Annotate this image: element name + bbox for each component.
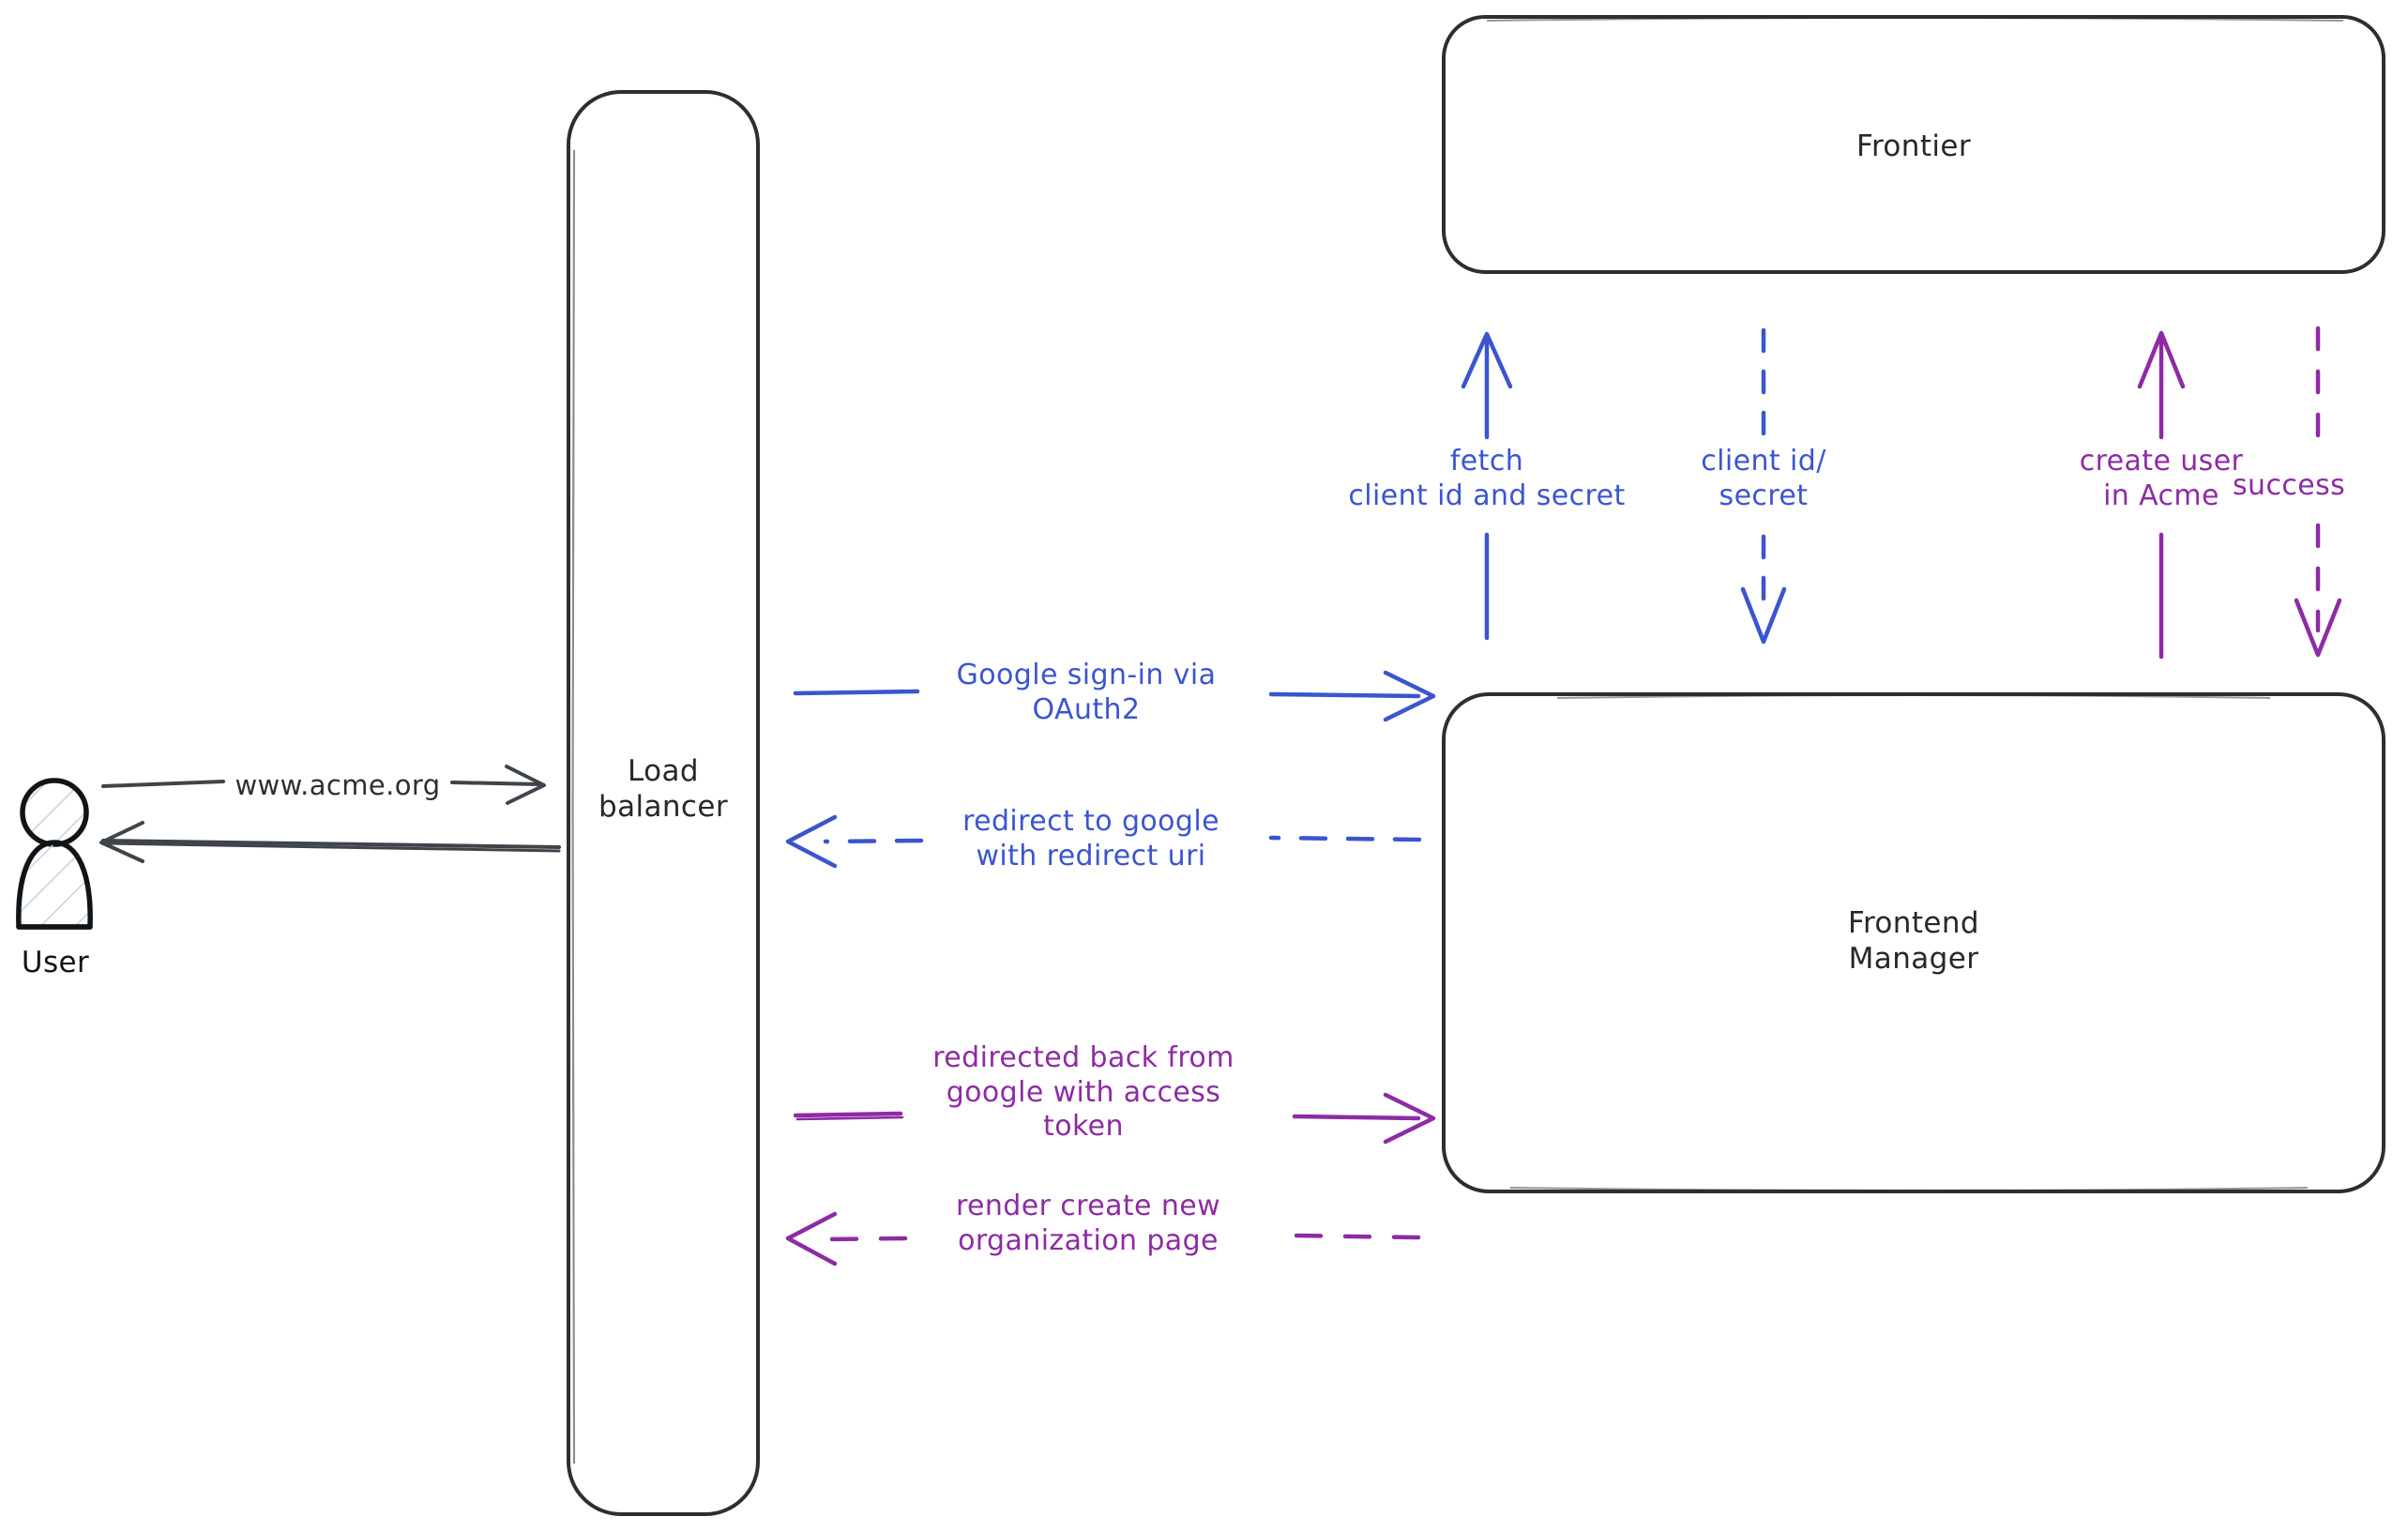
edge-label-fetch-line2: client id and secret	[1348, 478, 1626, 512]
node-label-load-balancer-line2: balancer	[598, 789, 728, 824]
node-label-load-balancer-line1: Load	[628, 754, 699, 788]
edge-lb-to-fm-signin	[793, 670, 1436, 722]
edge-fm-to-frontier-fetch	[1461, 331, 1513, 641]
edge-label-token-line2: google with access	[946, 1075, 1221, 1109]
edge-fm-to-frontier-createuser	[2137, 330, 2186, 660]
node-label-frontend-manager-line2: Manager	[1848, 941, 1979, 976]
edge-label-frontier-to-fm-creds: client id/secret	[1674, 445, 1853, 513]
node-label-frontend-manager-line1: Frontend	[1847, 906, 1979, 940]
edge-fm-to-lb-redirect	[785, 814, 1422, 869]
edge-frontier-to-fm-success	[2294, 326, 2342, 658]
actor-label-user: User	[21, 946, 90, 979]
edge-label-createuser-line2: in Acme	[2103, 478, 2219, 512]
edge-label-redirect-line2: with redirect uri	[976, 839, 1206, 872]
edge-label-signin-line1: Google sign-in via	[956, 659, 1217, 691]
edge-label-signin-line2: OAuth2	[1032, 692, 1141, 726]
edge-label-render-line2: organization page	[958, 1223, 1219, 1257]
edge-lb-to-fm-token	[793, 1092, 1436, 1145]
edge-label-fetch-line1: fetch	[1449, 445, 1524, 478]
edge-label-token-line1: redirected back from	[932, 1041, 1234, 1074]
node-label-frontier: Frontier	[1855, 129, 1972, 163]
edge-label-creds-line2: secret	[1719, 478, 1809, 512]
edge-label-redirect-line1: redirect to google	[962, 805, 1219, 838]
edge-user-to-lb	[101, 765, 546, 805]
edge-label-user-to-lb: www.acme.org	[235, 769, 441, 801]
edge-fm-to-lb-render	[785, 1211, 1421, 1267]
person-icon	[16, 778, 93, 930]
node-frontier[interactable]	[1442, 15, 2385, 274]
edge-label-token-line3: token	[1043, 1110, 1124, 1144]
edge-label-creds-line1: client id/	[1701, 445, 1826, 478]
edge-label-createuser-line1: create user	[2079, 445, 2244, 478]
edge-frontier-to-fm-creds	[1740, 327, 1787, 645]
edge-label-frontier-to-fm-success: success	[2233, 469, 2346, 502]
node-load-balancer[interactable]	[567, 90, 760, 1516]
node-frontend-manager[interactable]	[1442, 692, 2385, 1193]
edge-label-render-line1: render create new	[955, 1190, 1221, 1222]
edge-lb-to-user	[99, 821, 561, 863]
